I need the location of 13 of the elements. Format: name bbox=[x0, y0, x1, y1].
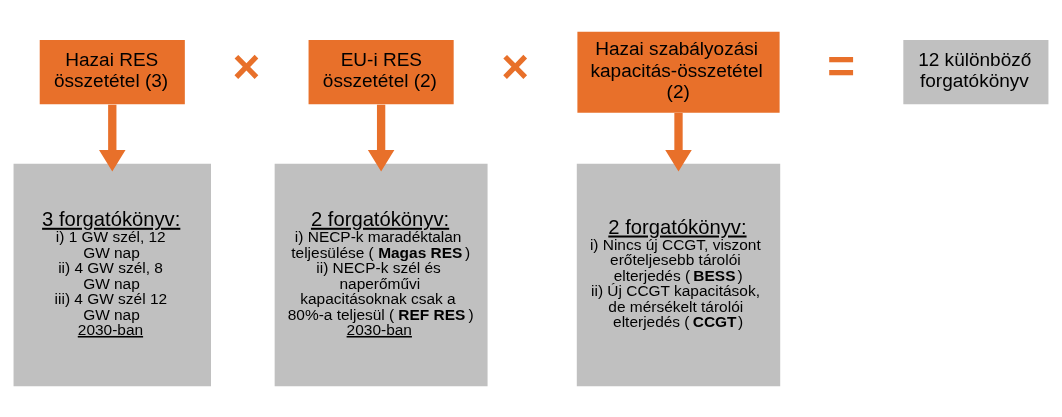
node-box: 2 forgatókönyv: i) Nincs új CCGT, viszont erőteljesebb tárolói elterjedés (BESS) ii) Új CCGT kapacitások, de mérsékelt tárolói elterjedés (CCGT) bbox=[576, 163, 781, 386]
node-box: 12 különböző forgatókönyv bbox=[903, 39, 1049, 104]
arrow bbox=[367, 104, 395, 172]
node-box: EU-i RES összetétel (2) bbox=[308, 39, 454, 104]
node-box: Hazai RES összetétel (3) bbox=[39, 39, 185, 104]
label: = bbox=[827, 39, 855, 93]
node-box: 3 forgatókönyv: i) 1 GW szél, 12 GW nap ii) 4 GW szél, 8 GW nap iii) 4 GW szél 12 GW nap 2030-ban bbox=[13, 163, 211, 386]
node-box: 2 forgatókönyv: i) NECP-k maradéktalan teljesülése (Magas RES) ii) NECP-k szél és naperőművi kapacitásoknak csak a 80%-a teljesül (REF RES) 2030-ban bbox=[274, 163, 488, 386]
label: × bbox=[501, 39, 530, 93]
arrow bbox=[99, 104, 126, 172]
arrow bbox=[665, 112, 692, 172]
node-box: Hazai szabályozási kapacitás-összetétel (2) bbox=[577, 31, 780, 113]
label: × bbox=[232, 39, 261, 93]
